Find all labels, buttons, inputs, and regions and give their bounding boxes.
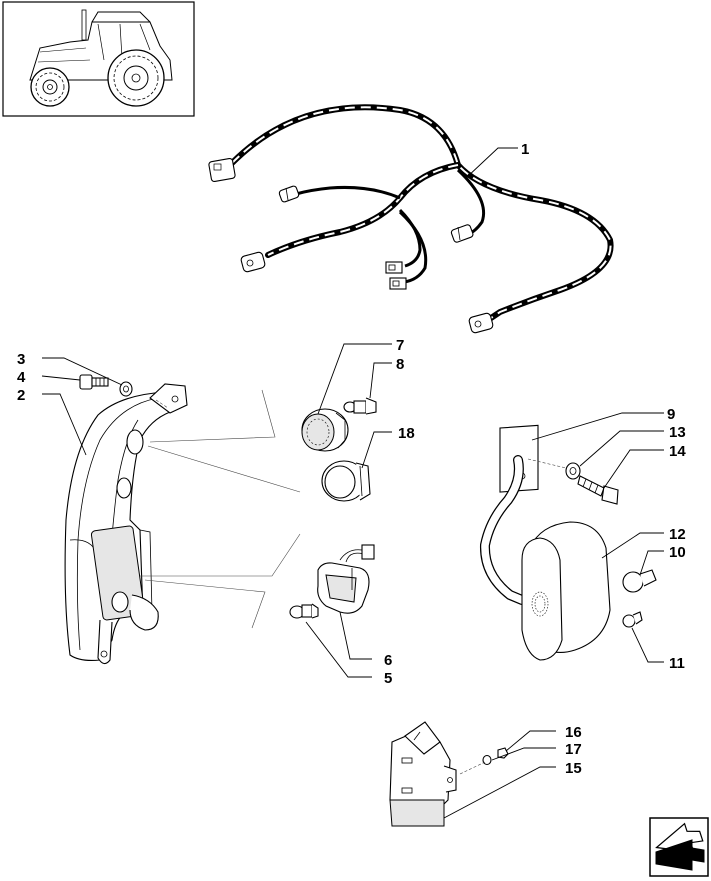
work-lamp-lens [301, 408, 349, 452]
callout-3: 3 [17, 351, 25, 368]
callout-14: 14 [669, 443, 686, 460]
callout-11: 11 [669, 655, 685, 672]
lamp-bracket [64, 383, 188, 665]
washer-13 [527, 458, 581, 480]
callout-10: 10 [669, 544, 686, 561]
bulb-8 [343, 397, 377, 415]
callout-12: 12 [669, 526, 686, 543]
washer [119, 381, 133, 397]
callout-9: 9 [667, 406, 675, 423]
nut-16 [497, 747, 509, 759]
next-page-arrow-icon[interactable] [649, 817, 709, 877]
bulb-10 [622, 569, 657, 593]
bolt [79, 374, 109, 390]
callout-6: 6 [384, 652, 392, 669]
callout-7: 7 [396, 337, 404, 354]
callout-5: 5 [384, 670, 392, 687]
callout-4: 4 [17, 369, 26, 386]
lamp-holder [317, 544, 375, 614]
tractor-thumbnail-icon[interactable] [2, 1, 195, 117]
callout-13: 13 [669, 424, 686, 441]
bulb-small [289, 603, 319, 619]
relay [389, 721, 457, 827]
washer-17 [459, 754, 492, 775]
callout-1: 1 [521, 141, 529, 158]
callout-15: 15 [565, 760, 582, 777]
wiring-harness [208, 104, 614, 334]
callout-18: 18 [398, 425, 415, 442]
bulb-11 [622, 611, 643, 628]
callout-16: 16 [565, 724, 582, 741]
leader-lines [41, 147, 664, 819]
callout-17: 17 [565, 741, 582, 758]
callout-8: 8 [396, 356, 404, 373]
mounting-plate [479, 424, 539, 605]
rear-lamp [521, 521, 611, 661]
callout-2: 2 [17, 387, 25, 404]
screw-14 [577, 475, 619, 505]
callout-labels: 1 2 3 4 5 6 7 8 9 10 11 12 13 14 15 16 1… [17, 141, 686, 777]
assembly-guide-lines [140, 389, 301, 629]
lamp-18 [321, 460, 371, 502]
